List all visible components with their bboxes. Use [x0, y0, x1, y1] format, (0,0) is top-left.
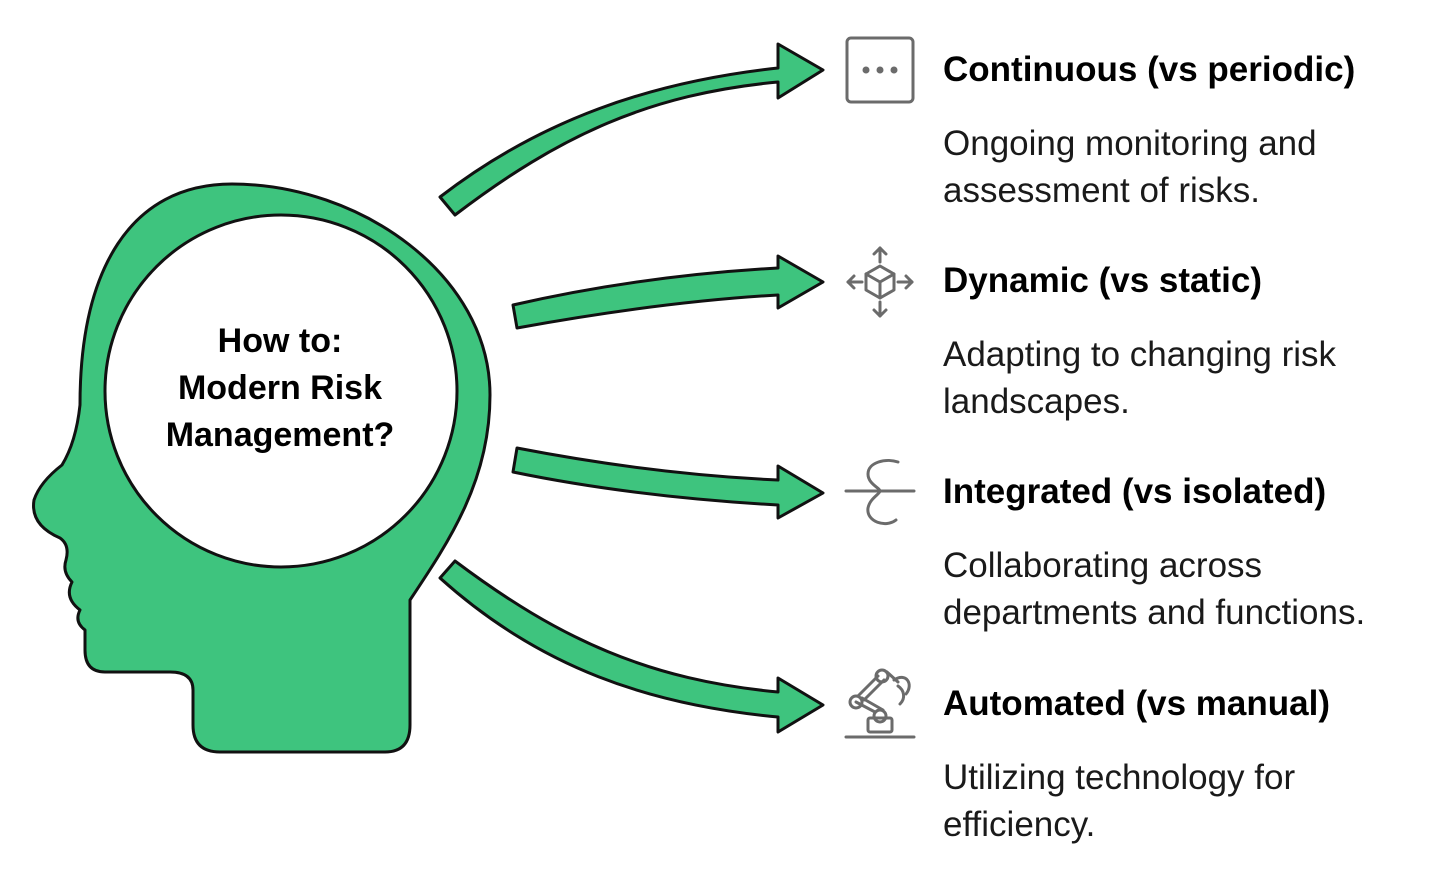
item-description-line: landscapes. — [943, 382, 1130, 421]
arrow-integrated — [511, 446, 825, 520]
item-integrated: Integrated (vs isolated) Collaborating a… — [943, 472, 1443, 636]
integration-curve-icon — [844, 459, 916, 525]
center-title-line: Modern Risk — [177, 369, 383, 407]
center-title-line: Management? — [165, 416, 395, 454]
item-description-line: departments and functions. — [943, 593, 1366, 632]
robot-arm-icon — [844, 668, 916, 739]
item-description-line: Collaborating across — [943, 546, 1263, 585]
item-description: Adapting to changing risk landscapes. — [943, 331, 1433, 425]
center-title-line: How to: — [217, 322, 343, 360]
item-continuous: Continuous (vs periodic) Ongoing monitor… — [943, 50, 1443, 214]
item-title: Continuous (vs periodic) — [943, 50, 1356, 89]
item-description: Collaborating across departments and fun… — [943, 542, 1433, 636]
item-title: Automated (vs manual) — [943, 684, 1330, 723]
item-description-line: Utilizing technology for — [943, 758, 1296, 797]
item-description-line: Ongoing monitoring and — [943, 124, 1317, 163]
thought-circle — [103, 213, 459, 569]
item-title: Dynamic (vs static) — [943, 261, 1263, 300]
more-dots-icon — [845, 36, 915, 104]
cube-move-icon — [846, 246, 914, 318]
item-description-line: assessment of risks. — [943, 171, 1261, 210]
arrow-continuous — [438, 42, 825, 217]
item-description: Utilizing technology for efficiency. — [943, 754, 1433, 848]
center-title: How to: Modern Risk Management? — [130, 318, 430, 459]
item-title: Integrated (vs isolated) — [943, 472, 1327, 511]
item-description-line: Adapting to changing risk — [943, 335, 1337, 374]
item-automated: Automated (vs manual) Utilizing technolo… — [943, 684, 1443, 848]
arrow-automated — [438, 559, 825, 734]
item-description-line: efficiency. — [943, 805, 1096, 844]
item-dynamic: Dynamic (vs static) Adapting to changing… — [943, 261, 1443, 425]
arrow-dynamic — [511, 254, 825, 330]
item-description: Ongoing monitoring and assessment of ris… — [943, 120, 1433, 214]
